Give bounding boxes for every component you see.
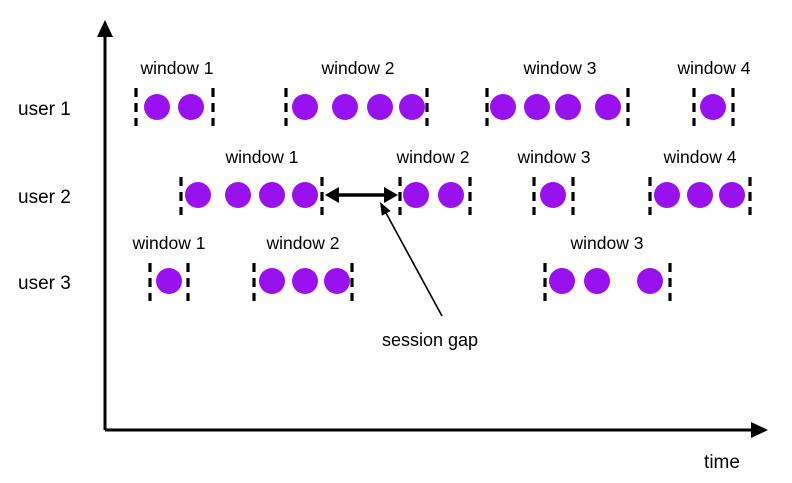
- event-dot: [524, 94, 550, 120]
- x-axis-arrow-icon: [751, 422, 768, 438]
- event-dot: [225, 182, 251, 208]
- event-dot: [595, 94, 621, 120]
- window-group: window 1: [132, 233, 206, 301]
- window-group: window 2: [284, 58, 429, 126]
- window-group: window 4: [677, 58, 751, 126]
- window-group: window 3: [543, 233, 672, 301]
- session-gap-pointer-line: [384, 210, 443, 317]
- event-dot: [637, 268, 663, 294]
- event-dot: [549, 268, 575, 294]
- session-gap-arrow-right-icon: [384, 187, 398, 203]
- event-dot: [324, 268, 350, 294]
- window-label: window 2: [321, 58, 395, 78]
- event-dot: [292, 182, 318, 208]
- window-label: window 2: [266, 233, 340, 253]
- event-dot: [178, 94, 204, 120]
- window-group: window 3: [517, 147, 591, 215]
- event-dot: [540, 182, 566, 208]
- axes-group: time: [97, 20, 768, 473]
- window-group: window 1: [179, 147, 324, 215]
- window-label: window 2: [396, 147, 470, 167]
- y-axis-arrow-icon: [97, 20, 113, 37]
- session-gap-arrow-left-icon: [325, 187, 339, 203]
- session-gap-pointer-arrow-icon: [380, 202, 391, 216]
- event-dot: [399, 94, 425, 120]
- event-dot: [490, 94, 516, 120]
- event-dot: [719, 182, 745, 208]
- event-dot: [259, 182, 285, 208]
- event-dot: [185, 182, 211, 208]
- lane-user-2: user 2 window 1 window 2 window 3 window 4: [18, 147, 752, 215]
- lane-label: user 3: [18, 273, 71, 294]
- window-group: window 1: [134, 58, 215, 126]
- event-dot: [687, 182, 713, 208]
- lane-user-1: user 1 window 1 window 2 window 3 window 4: [18, 58, 751, 126]
- window-label: window 4: [663, 147, 737, 167]
- event-dot: [259, 268, 285, 294]
- window-label: window 3: [570, 233, 644, 253]
- window-label: window 3: [517, 147, 591, 167]
- event-dot: [555, 94, 581, 120]
- window-group: window 4: [648, 147, 752, 215]
- window-label: window 1: [132, 233, 206, 253]
- event-dot: [332, 94, 358, 120]
- event-dot: [654, 182, 680, 208]
- window-label: window 4: [677, 58, 751, 78]
- event-dot: [700, 94, 726, 120]
- event-dot: [156, 268, 182, 294]
- lane-user-3: user 3 window 1 window 2 window 3: [18, 233, 672, 301]
- lane-label: user 2: [18, 187, 71, 208]
- window-group: window 3: [485, 58, 630, 126]
- session-gap-label: session gap: [382, 330, 478, 350]
- event-dot: [403, 182, 429, 208]
- lane-label: user 1: [18, 99, 71, 120]
- event-dot: [292, 94, 318, 120]
- session-gap-annotation: session gap: [325, 187, 478, 350]
- window-group: window 2: [252, 233, 354, 301]
- window-group: window 2: [396, 147, 472, 215]
- event-dot: [438, 182, 464, 208]
- event-dot: [292, 268, 318, 294]
- window-label: window 1: [225, 147, 299, 167]
- event-dot: [584, 268, 610, 294]
- window-label: window 3: [523, 58, 597, 78]
- x-axis-caption: time: [704, 452, 740, 473]
- event-dot: [367, 94, 393, 120]
- window-label: window 1: [140, 58, 214, 78]
- event-dot: [144, 94, 170, 120]
